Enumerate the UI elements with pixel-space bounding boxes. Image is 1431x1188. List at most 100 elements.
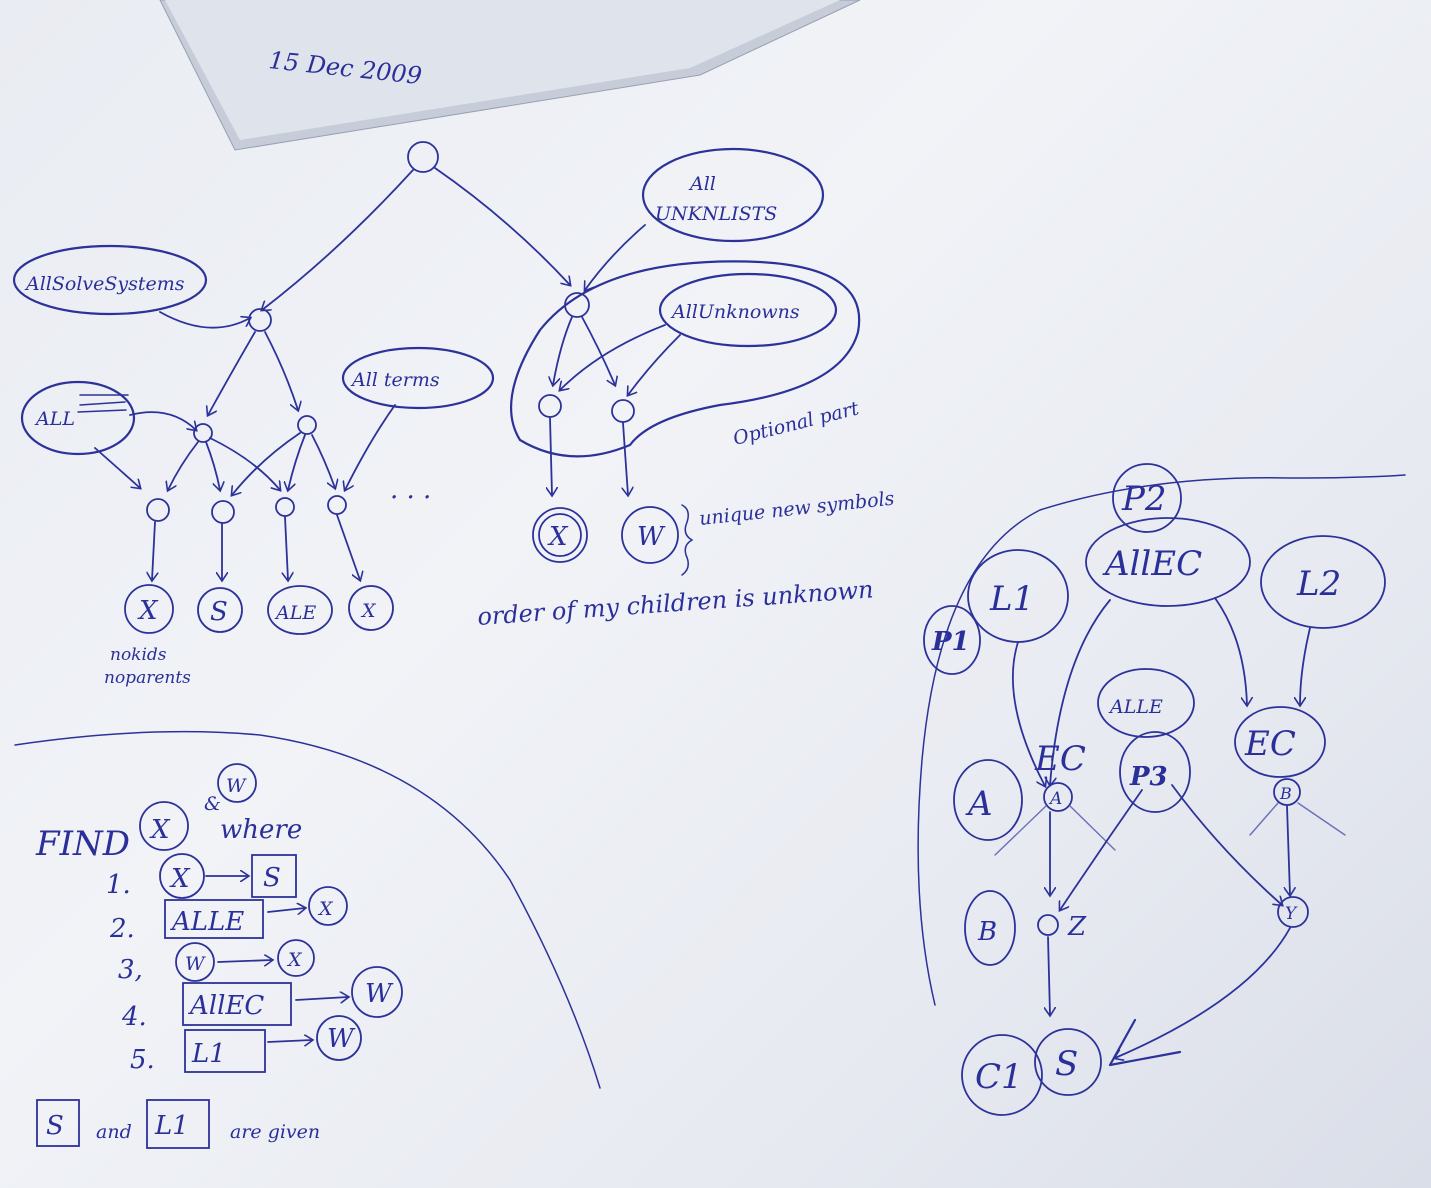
step-3-arrow	[217, 960, 272, 962]
step-3-from-label: W	[185, 953, 206, 975]
edge-leaf3-down	[285, 516, 288, 580]
step-1-to-label: S	[263, 863, 281, 893]
edge-all-unknowns-left	[560, 324, 666, 390]
all-crossed-bubble	[20, 380, 136, 456]
step-1-from-label: X	[169, 864, 191, 894]
edge-l1-to-a	[1011, 641, 1045, 786]
order-note-label: order of my children is unknown	[476, 575, 874, 631]
l1-label: L1	[989, 579, 1034, 619]
edge-right-to-leaf3	[288, 434, 306, 490]
step-3-from-circle	[175, 942, 215, 982]
leaf-node-1	[146, 498, 170, 522]
edge-all-unknowns-right	[628, 334, 681, 395]
z-label: Z	[1067, 912, 1087, 942]
step-5-from-label: L1	[191, 1039, 226, 1069]
find-x-circle	[139, 801, 189, 851]
p3-label: P3	[1129, 762, 1168, 792]
step-4-from-box	[182, 982, 292, 1026]
unk-x-label: X	[547, 522, 569, 552]
step-2-to-circle	[308, 886, 348, 926]
leaf-alle-label: ALE	[274, 602, 316, 624]
b-small-circle	[1273, 778, 1301, 806]
edge-unk-left-down	[550, 417, 552, 495]
y-circle	[1277, 896, 1309, 928]
step-4-from-label: AllEC	[188, 991, 264, 1021]
edge-p3-to-y	[1171, 784, 1282, 905]
find-label: FIND	[35, 824, 130, 864]
edge-solve-right	[264, 331, 298, 410]
all-unknowns-label: AllUnknowns	[670, 301, 800, 323]
allec-bubble	[1085, 517, 1251, 607]
alle-bubble	[1097, 668, 1195, 738]
allec-label: AllEC	[1102, 544, 1202, 584]
sticky-note-face	[165, 0, 840, 140]
p1-label: P1	[931, 627, 970, 657]
step-3-to-label: X	[286, 949, 303, 971]
p2-label: P2	[1121, 479, 1167, 519]
edge-leaf4-down	[336, 514, 360, 580]
a-small-label: A	[1048, 789, 1062, 809]
b-small-label: B	[1279, 784, 1292, 803]
divider-curve-right	[917, 474, 1406, 1006]
step-2-arrow	[267, 908, 305, 912]
leaf-s-label: S	[210, 597, 228, 627]
step-5-number: 5.	[130, 1045, 155, 1075]
all-solve-systems-bubble	[12, 244, 208, 316]
leaf-x2-circle	[348, 585, 394, 631]
step-5-to-circle	[316, 1015, 362, 1061]
all-terms-label: All terms	[350, 369, 440, 391]
root-node	[407, 141, 439, 173]
c1-label: C1	[975, 1057, 1023, 1097]
step-4-to-label: W	[365, 979, 394, 1009]
unk-x-inner-circle	[538, 513, 582, 557]
step-5-to-label: W	[327, 1024, 356, 1054]
are-given-label: are given	[230, 1121, 320, 1143]
step-4-arrow	[295, 997, 348, 1000]
edge-a-left-stub	[994, 805, 1047, 856]
divider-curve-left	[14, 730, 601, 1089]
p3-bubble	[1119, 731, 1191, 813]
unknown-node-left	[538, 394, 562, 418]
ec-right-label: EC	[1244, 724, 1296, 764]
right-pattern-section: P2 AllEC L1 L2 P1 ALLE P3 EC EC A A B	[917, 463, 1406, 1116]
leaf-alle-circle	[267, 585, 333, 635]
leaf-node-4	[327, 495, 347, 515]
edge-b-to-y	[1287, 805, 1290, 895]
find-list-section: FIND X & W where 1. X S 2. ALLE X 3, W X…	[14, 730, 601, 1149]
given-and-label: and	[96, 1121, 132, 1143]
l2-label: L2	[1296, 564, 1341, 604]
all-solve-systems-label: AllSolveSystems	[24, 273, 185, 295]
edge-b-left-stub	[1249, 802, 1279, 836]
optional-part-label: Optional part	[731, 397, 862, 450]
top-left-tree: AllSolveSystems All terms ALL . . .	[12, 141, 570, 688]
edge-root-left	[262, 169, 414, 310]
b-big-bubble	[964, 890, 1016, 966]
step-5-from-box	[184, 1029, 266, 1073]
step-4-to-circle	[351, 966, 403, 1018]
a-small-circle	[1043, 782, 1073, 812]
edge-mid-to-leaf2	[205, 441, 220, 490]
all-unkn-lists-bubble	[641, 147, 825, 243]
z-node	[1037, 914, 1059, 936]
new-symbols-label: unique new symbols	[698, 488, 895, 530]
crossout-scribble	[77, 394, 129, 413]
node-mid-right	[297, 415, 317, 435]
find-w-circle	[217, 763, 257, 803]
step-2-number: 2.	[109, 914, 135, 944]
ec-left-label: EC	[1034, 739, 1086, 779]
given-l1-box	[146, 1099, 210, 1149]
y-label: Y	[1285, 904, 1298, 924]
edge-allec-to-ec-right	[1214, 597, 1247, 705]
all-unknowns-bubble	[658, 272, 838, 348]
all-crossed-label: ALL	[34, 408, 75, 430]
leaf-x-circle	[124, 584, 174, 634]
edge-unk-node-left	[553, 316, 573, 385]
edge-mid-to-leaf1	[168, 441, 199, 490]
edge-unkn-lists-to-node	[585, 224, 646, 290]
given-s-label: S	[46, 1111, 64, 1141]
a-big-bubble	[953, 759, 1023, 841]
step-1-number: 1.	[106, 870, 131, 900]
edge-right-to-leaf4	[311, 434, 335, 488]
step-2-from-label: ALLE	[170, 907, 244, 937]
